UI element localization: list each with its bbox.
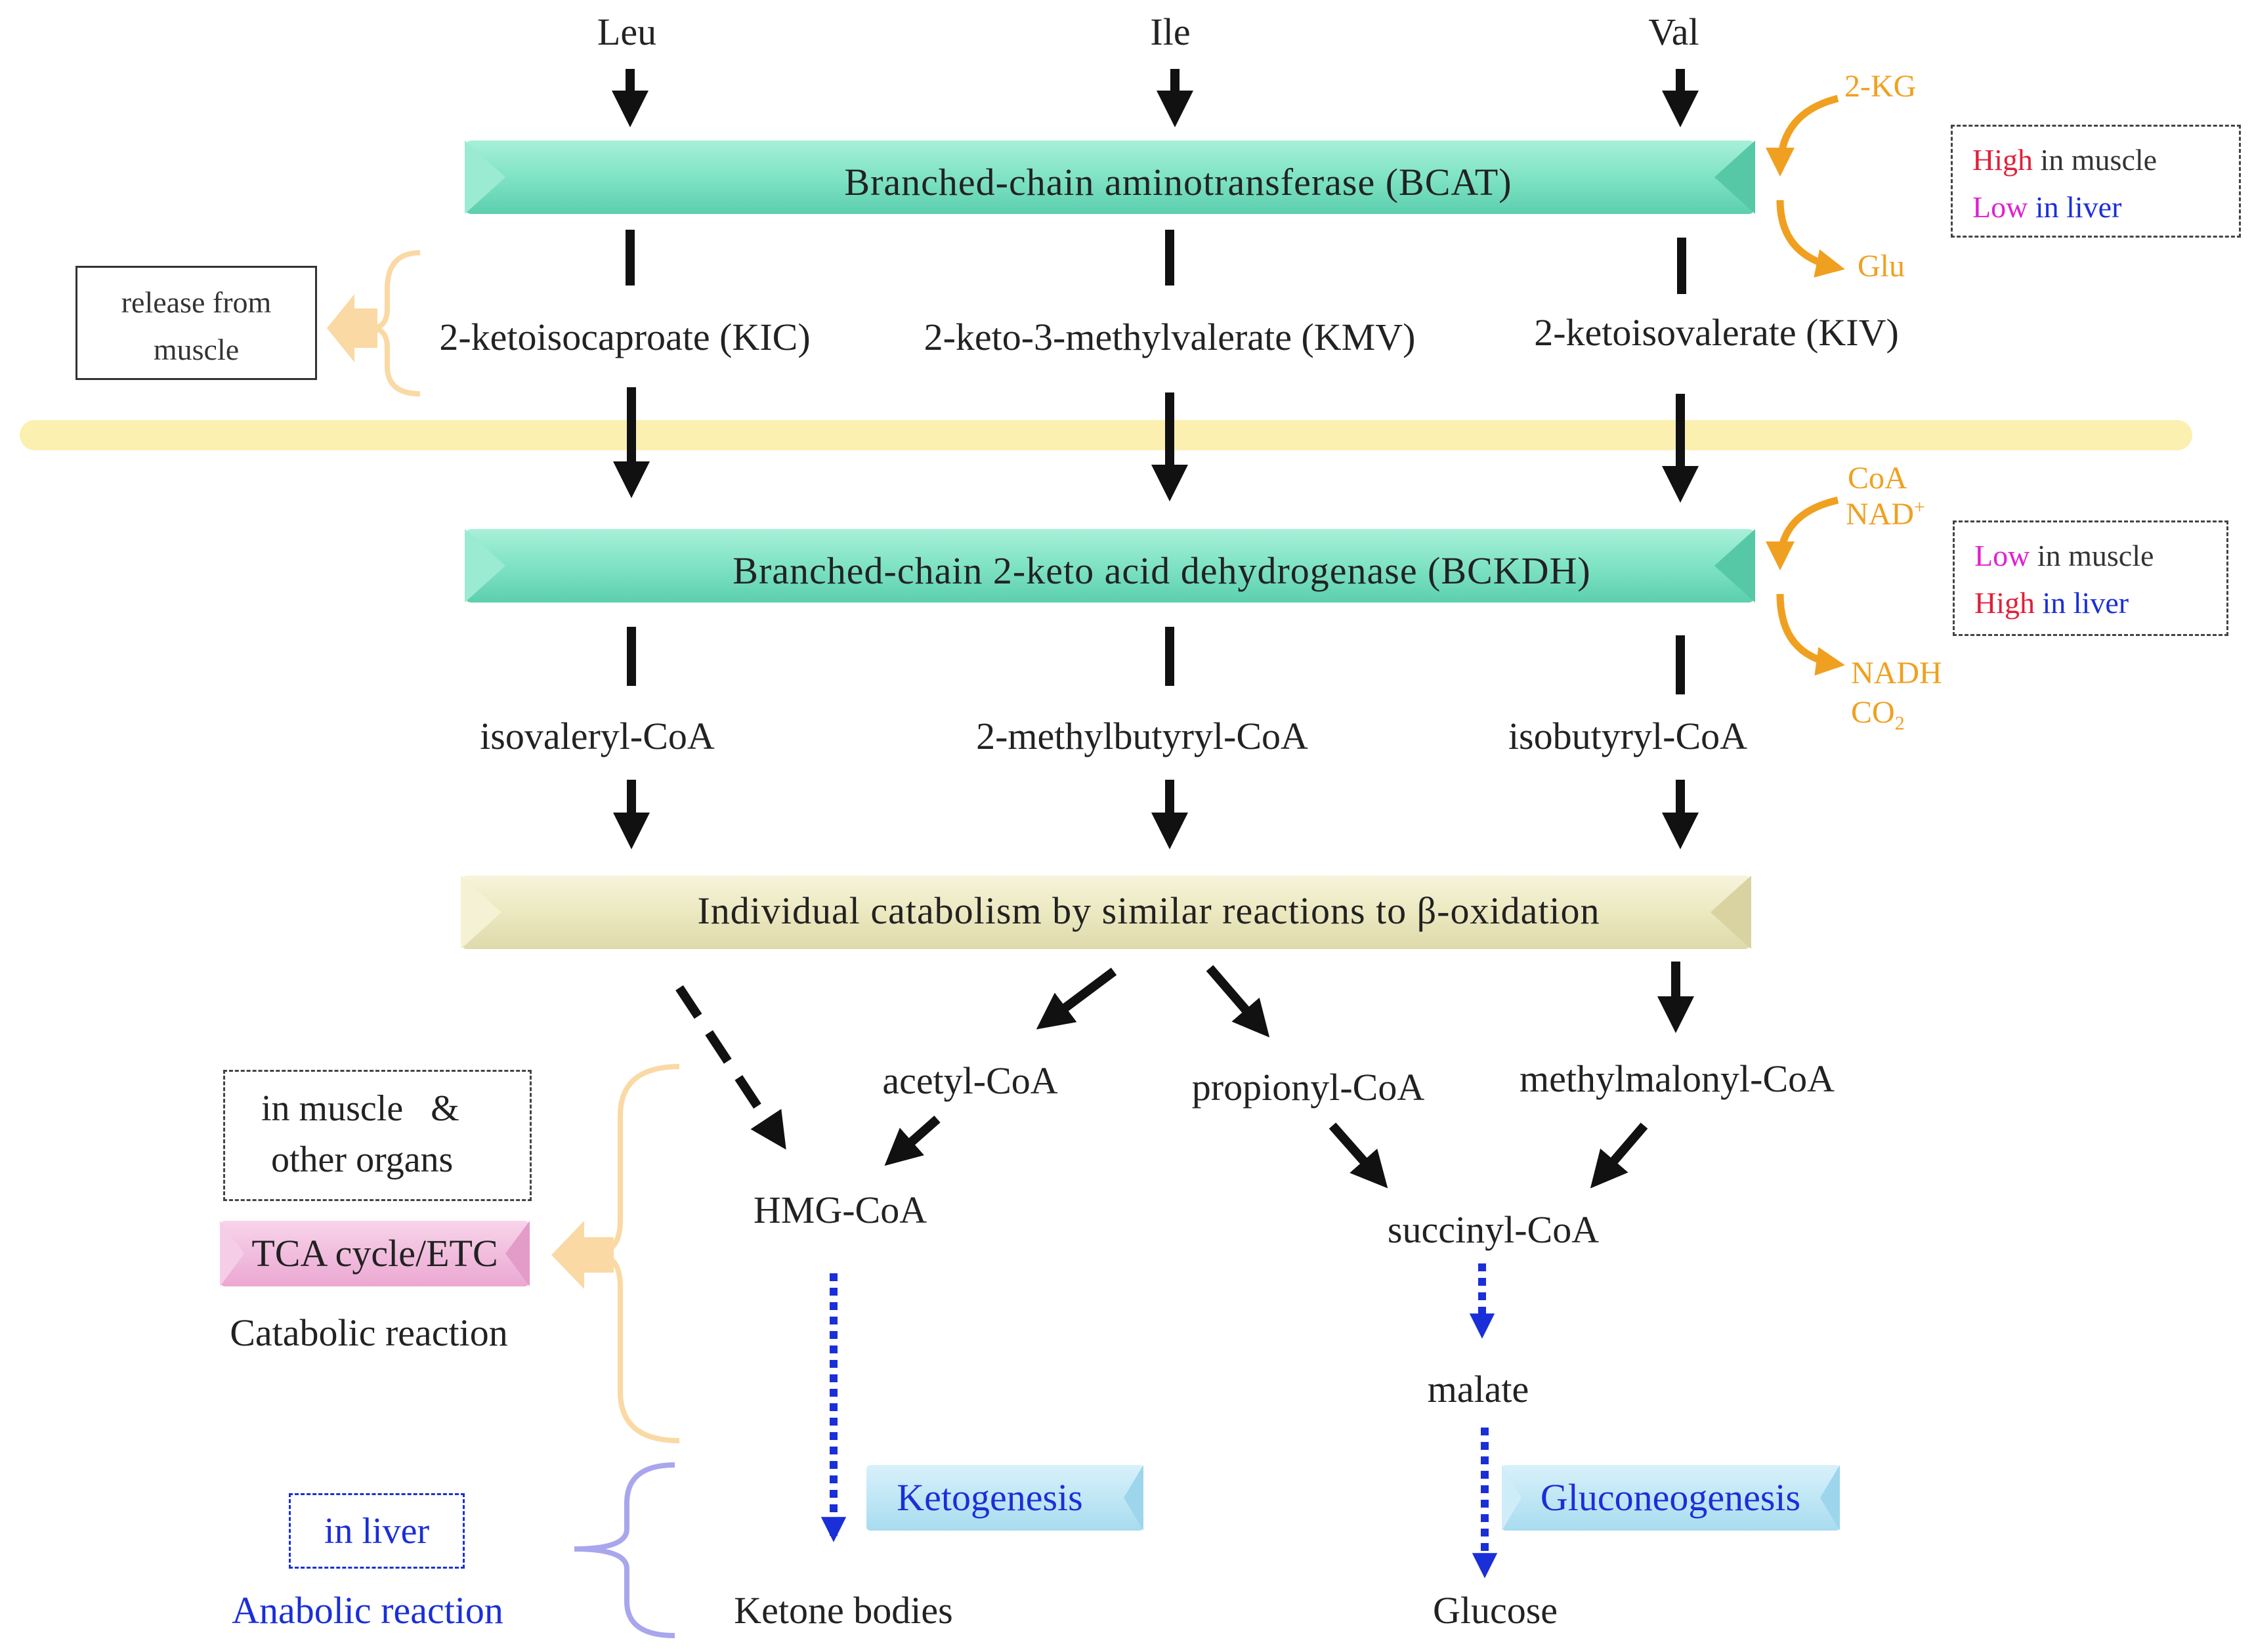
bckdh-legend-liver-text: in liver bbox=[2042, 586, 2129, 620]
arrow-individual-acetylcoa bbox=[1036, 967, 1117, 1030]
amino-acid-leu: Leu bbox=[597, 11, 657, 53]
ketogenesis-label: Ketogenesis bbox=[897, 1476, 1083, 1519]
keto-acid-kic: 2-ketoisocaproate (KIC) bbox=[439, 316, 811, 358]
amino-acid-ile: Ile bbox=[1150, 11, 1191, 53]
catabolic-reaction-label: Catabolic reaction bbox=[230, 1311, 508, 1354]
keto-acid-kmv: 2-keto-3-methylvalerate (KMV) bbox=[924, 316, 1416, 358]
tca-pill bbox=[220, 1221, 530, 1286]
release-line-2: muscle bbox=[153, 333, 240, 366]
bcat-legend-liver-level: Low bbox=[1972, 190, 2028, 224]
gluconeogenesis-label: Gluconeogenesis bbox=[1540, 1476, 1801, 1519]
anabolic-location: in liver bbox=[324, 1510, 430, 1552]
bcat-bar bbox=[465, 140, 1755, 214]
malate: malate bbox=[1427, 1368, 1529, 1410]
methylmalonyl-coa: methylmalonyl-CoA bbox=[1519, 1057, 1835, 1100]
ketogenesis-box bbox=[866, 1465, 1143, 1531]
bcat-cofactor-out-arrow bbox=[1776, 200, 1845, 278]
bckdh-label: Branched-chain 2-keto acid dehydrogenase… bbox=[733, 549, 1591, 592]
bckdh-cofactor-out-arrow bbox=[1776, 593, 1845, 676]
catabolic-location-line-2: other organs bbox=[271, 1139, 454, 1180]
bckdh-legend-muscle-text: in muscle bbox=[2037, 539, 2154, 572]
anabolic-reaction-label: Anabolic reaction bbox=[232, 1589, 503, 1632]
release-arrow bbox=[327, 294, 377, 362]
release-brace bbox=[370, 250, 421, 396]
keto-acid-kiv: 2-ketoisovalerate (KIV) bbox=[1534, 311, 1899, 354]
arrow-individual-propionylcoa bbox=[1206, 965, 1270, 1038]
cofactor-nadh: NADH bbox=[1851, 656, 1942, 690]
anabolic-brace bbox=[574, 1462, 675, 1638]
bcat-legend-liver-text: in liver bbox=[2035, 190, 2122, 224]
bcat-expression-legend: High in muscle Low in liver bbox=[1951, 125, 2241, 238]
amino-acid-val: Val bbox=[1648, 11, 1699, 53]
catabolic-location-box: in muscle & other organs bbox=[223, 1070, 532, 1201]
arrow-propionylcoa-succinylcoa bbox=[1329, 1122, 1388, 1189]
bcat-legend-muscle-text: in muscle bbox=[2040, 143, 2158, 177]
release-from-muscle-box: release from muscle bbox=[75, 266, 317, 380]
arrow-acetylcoa-hmgcoa bbox=[884, 1115, 941, 1166]
bckdh-cofactor-in-arrow bbox=[1766, 496, 1839, 570]
acyl-coa-isovaleryl: isovaleryl-CoA bbox=[480, 715, 715, 757]
individual-catabolism-label: Individual catabolism by similar reactio… bbox=[697, 889, 1600, 932]
glucose: Glucose bbox=[1432, 1589, 1558, 1632]
acetyl-coa: acetyl-CoA bbox=[882, 1059, 1058, 1102]
bcat-legend-muscle-level: High bbox=[1972, 143, 2033, 177]
acyl-coa-methylbutyryl: 2-methylbutyryl-CoA bbox=[976, 715, 1308, 757]
succinyl-coa: succinyl-CoA bbox=[1387, 1208, 1600, 1251]
cofactor-co2: CO2 bbox=[1851, 695, 1905, 734]
tca-pill-label: TCA cycle/ETC bbox=[251, 1232, 498, 1275]
individual-catabolism-bar bbox=[461, 876, 1751, 949]
bckdh-legend-liver-level: High bbox=[1974, 586, 2035, 620]
bckdh-expression-legend: Low in muscle High in liver bbox=[1953, 520, 2228, 636]
bcat-cofactor-in-arrow bbox=[1766, 95, 1839, 177]
cofactor-nad: NAD+ bbox=[1846, 496, 1925, 532]
cofactor-2kg: 2-KG bbox=[1844, 69, 1917, 104]
bckdh-legend-muscle-level: Low bbox=[1974, 539, 2030, 572]
hmg-coa: HMG-CoA bbox=[753, 1189, 927, 1231]
cofactor-glu: Glu bbox=[1858, 249, 1905, 284]
release-line-1: release from bbox=[121, 286, 272, 319]
gluconeogenesis-box bbox=[1502, 1465, 1840, 1531]
ketone-bodies: Ketone bodies bbox=[734, 1589, 953, 1632]
bckdh-bar bbox=[465, 529, 1755, 603]
anabolic-location-box: in liver bbox=[289, 1493, 465, 1569]
catabolic-arrow bbox=[551, 1221, 614, 1289]
bcat-label: Branched-chain aminotransferase (BCAT) bbox=[844, 161, 1512, 203]
arrow-methylmalonylcoa-succinylcoa bbox=[1590, 1122, 1648, 1189]
propionyl-coa: propionyl-CoA bbox=[1191, 1066, 1425, 1109]
cofactor-coa: CoA bbox=[1848, 461, 1907, 496]
acyl-coa-isobutyryl: isobutyryl-CoA bbox=[1508, 715, 1748, 757]
membrane-band bbox=[20, 420, 2192, 450]
arrow-individual-hmgcoa-dashed bbox=[675, 985, 786, 1150]
catabolic-location-line-1: in muscle & bbox=[261, 1088, 459, 1129]
